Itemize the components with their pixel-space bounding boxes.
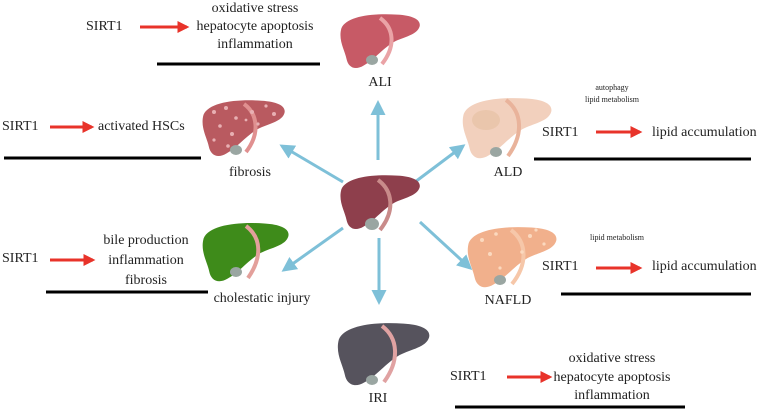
nafld-sirt1-label: SIRT1 (542, 259, 579, 274)
ald-pathway-2: lipid metabolism (585, 95, 639, 104)
arrow-to-ald (414, 144, 466, 184)
ali-effect-3: inflammation (217, 37, 293, 52)
liver-ali (340, 14, 420, 69)
cholestatic-effect-1: bile production (103, 233, 189, 248)
ald-pathway-1: autophagy (595, 83, 629, 92)
nafld-pathway-1: lipid metabolism (590, 233, 644, 242)
panel-iri-marks (455, 352, 685, 409)
ald-sirt1-label: SIRT1 (542, 125, 579, 140)
radial-arrows (279, 100, 473, 305)
ald-effect-1: lipid accumulation (652, 125, 757, 140)
liver-cholestatic (202, 223, 289, 282)
ali-sirt1-label: SIRT1 (86, 19, 123, 34)
center-liver (340, 175, 420, 232)
panel-fibrosis-marks (4, 110, 201, 160)
iri-effect-3: inflammation (574, 388, 650, 403)
cholestatic-effect-3: fibrosis (125, 273, 167, 288)
panel-ald-marks (534, 116, 770, 161)
ald-name: ALD (493, 165, 523, 180)
iri-effect-2: hepatocyte apoptosis (553, 370, 671, 385)
iri-effect-1: oxidative stress (568, 351, 656, 366)
arrow-to-nafld (418, 220, 473, 271)
liver-nafld (467, 227, 557, 288)
cholestatic-effect-2: inflammation (108, 253, 184, 268)
fibrosis-name: fibrosis (229, 165, 271, 180)
panel-ali-marks (128, 3, 330, 66)
nafld-effect-1: lipid accumulation (652, 259, 757, 274)
ali-effect-1: oxidative stress (211, 1, 299, 16)
fibrosis-effect-1: activated HSCs (98, 119, 185, 134)
fibrosis-sirt1-label: SIRT1 (2, 119, 39, 134)
cholestatic-name: cholestatic injury (213, 291, 311, 306)
panel-cholestatic-marks (42, 232, 208, 294)
ali-name: ALI (368, 75, 392, 90)
iri-sirt1-label: SIRT1 (450, 369, 487, 384)
nafld-name: NAFLD (484, 293, 532, 308)
panel-nafld-marks (561, 252, 770, 296)
arrow-to-fibrosis (279, 144, 344, 184)
iri-name: IRI (368, 391, 388, 406)
arrow-to-cholestatic (281, 226, 344, 272)
liver-iri (337, 323, 430, 386)
cholestatic-sirt1-label: SIRT1 (2, 251, 39, 266)
liver-fibrosis (202, 100, 285, 157)
liver-ald (462, 98, 552, 159)
ali-effect-2: hepatocyte apoptosis (196, 19, 314, 34)
